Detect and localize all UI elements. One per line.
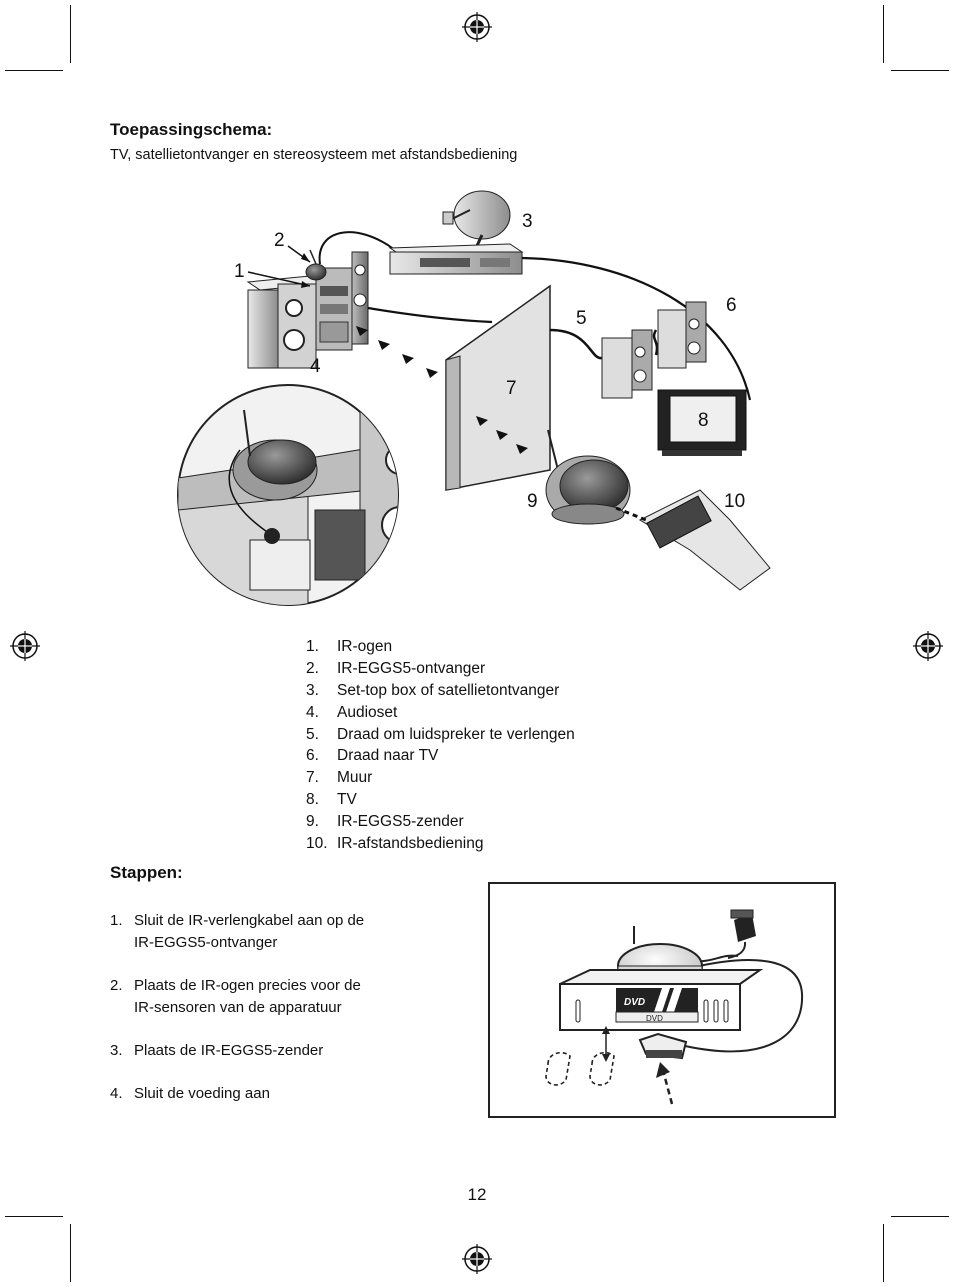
callout-7: 7 [506, 378, 517, 399]
callout-3: 3 [522, 211, 533, 232]
crop-mark [5, 1216, 63, 1217]
list-item: 3.Set-top box of satellietontvanger [306, 681, 560, 699]
callout-9: 9 [527, 491, 538, 512]
crop-mark [891, 70, 949, 71]
ir-transmitter-illustration [545, 429, 631, 525]
ir-receiver-small [305, 263, 327, 281]
callout-6: 6 [726, 295, 737, 316]
crop-mark [883, 1224, 884, 1282]
audio-set-illustration [246, 251, 369, 369]
ir-eyes-icon [545, 1051, 615, 1086]
zoom-detail-circle [177, 384, 399, 606]
crop-mark [70, 1224, 71, 1282]
callout-2: 2 [274, 230, 285, 251]
list-item: 2.IR-EGGS5-ontvanger [306, 659, 486, 677]
registration-mark-icon [462, 1244, 492, 1274]
callout-5: 5 [576, 308, 587, 329]
ir-signal-arrows [356, 326, 528, 454]
registration-mark-icon [10, 631, 40, 661]
satellite-receiver-illustration [388, 190, 524, 275]
section-heading-steps: Stappen: [110, 863, 183, 882]
dvd-label: DVD [646, 1014, 663, 1023]
list-item: 9.IR-EGGS5-zender [306, 813, 464, 831]
registration-mark-icon [913, 631, 943, 661]
list-item: 5.Draad om luidspreker te verlengen [306, 725, 575, 743]
list-item: 1.IR-ogen [306, 638, 393, 655]
tv-illustration [657, 389, 747, 456]
power-adapter-icon [727, 909, 756, 959]
list-item: 8.TV [306, 791, 357, 809]
list-item: 3.Plaats de IR-EGGS5-zender [110, 1042, 324, 1059]
callout-8: 8 [698, 410, 709, 431]
callout-10: 10 [724, 491, 745, 512]
list-item: 7.Muur [306, 769, 373, 787]
registration-mark-icon [462, 12, 492, 42]
list-item: 4.Sluit de voeding aan [110, 1085, 270, 1102]
remote-control-illustration [615, 489, 771, 591]
wall-illustration [445, 284, 551, 491]
application-diagram: 1 2 3 4 5 6 7 8 9 10 [177, 190, 771, 606]
dvd-player-icon: DVD DVD [559, 969, 764, 1031]
callout-1: 1 [234, 261, 245, 282]
section-subtitle: TV, satellietontvanger en stereosysteem … [110, 147, 518, 163]
crop-mark [883, 5, 884, 63]
callout-4: 4 [310, 356, 321, 377]
crop-mark [5, 70, 63, 71]
page-number: 12 [467, 1185, 487, 1204]
dvd-setup-diagram: DVD DVD [545, 909, 804, 1105]
list-item: 4.Audioset [306, 703, 398, 721]
crop-mark [891, 1216, 949, 1217]
list-item: 6.Draad naar TV [306, 747, 439, 765]
ir-transmitter-icon [638, 1032, 688, 1060]
list-item: 10.IR-afstandsbediening [306, 835, 484, 853]
component-legend: 1.IR-ogen 2.IR-EGGS5-ontvanger 3.Set-top… [306, 636, 575, 855]
dvd-logo: DVD [624, 997, 645, 1008]
speakers-illustration [601, 301, 707, 399]
dvd-setup-figure: DVD DVD [488, 882, 836, 1118]
cable-to-tv [521, 256, 752, 401]
crop-mark [70, 5, 71, 63]
section-heading-schema: Toepassingschema: [110, 120, 273, 139]
